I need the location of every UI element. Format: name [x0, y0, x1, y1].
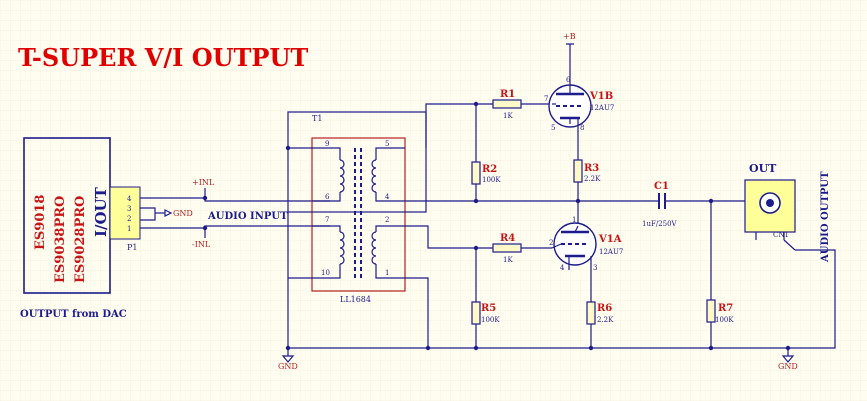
r3-value: 2.2K: [584, 175, 601, 183]
capacitor-c1: C1 1uF/250V: [642, 181, 745, 228]
net-b-plus: +B: [563, 32, 576, 41]
connector-p1: 4 3 2 1 P1: [109, 186, 141, 252]
v1a-pin-4: 4: [560, 264, 565, 272]
dac-io-label: I/OUT: [92, 186, 110, 237]
p1-ref: P1: [127, 243, 137, 252]
v1b-pin-5: 5: [551, 124, 555, 132]
r6-value: 2.2K: [597, 316, 614, 324]
tube-v1a: V1A 12AU7 1 2 4 3: [549, 216, 623, 302]
v1a-pin-2: 2: [549, 239, 553, 247]
t1-pin-9: 9: [325, 140, 329, 148]
v1b-part: 12AU7: [590, 104, 614, 112]
t1-pin-6: 6: [325, 193, 330, 201]
p1-pin-4: 4: [127, 195, 132, 203]
t1-ref: T1: [312, 114, 322, 123]
output-jack-cn1: OUT CN1: [744, 162, 818, 251]
r7-value: 100K: [715, 316, 734, 324]
t1-pin-2: 2: [385, 216, 389, 224]
dac-chip-es9018: ES9018: [33, 195, 48, 250]
net-inl-pos: +INL: [192, 178, 215, 187]
r2-ref: R2: [482, 164, 497, 175]
audio-input-label: AUDIO INPUT: [207, 211, 288, 222]
v1a-part: 12AU7: [599, 248, 623, 256]
r5-ref: R5: [481, 303, 496, 314]
r5-value: 100K: [481, 316, 500, 324]
r6-ref: R6: [597, 303, 612, 314]
v1a-ref: V1A: [598, 234, 622, 245]
v1b-pin-7: 7: [544, 95, 548, 103]
r1-value: 1K: [503, 112, 513, 120]
dac-chip-es9028pro: ES9028PRO: [73, 196, 88, 283]
v1b-ref: V1B: [589, 91, 613, 102]
out-label: OUT: [749, 162, 777, 175]
c1-ref: C1: [654, 181, 669, 192]
tube-v1b: V1B 12AU7 6 7 5 8: [544, 58, 614, 132]
r4-ref: R4: [500, 233, 515, 244]
v1b-pin-8: 8: [580, 124, 584, 132]
net-gnd-right: GND: [778, 362, 798, 371]
audio-output-label: AUDIO OUTPUT: [820, 171, 831, 263]
dac-chip-es9038pro: ES9038PRO: [53, 196, 68, 283]
cn1-ref: CN1: [773, 231, 789, 239]
net-inl-neg: -INL: [192, 240, 211, 249]
dac-caption: OUTPUT from DAC: [20, 309, 127, 320]
p1-pin-1: 1: [127, 225, 131, 233]
c1-value: 1uF/250V: [642, 220, 678, 228]
t1-pin-7: 7: [325, 216, 329, 224]
p1-pin-3: 3: [127, 205, 131, 213]
v1a-pin-3: 3: [593, 264, 597, 272]
r7-ref: R7: [718, 303, 733, 314]
t1-pin-10: 10: [321, 269, 330, 277]
t1-pin-5: 5: [385, 140, 389, 148]
r2-value: 100K: [482, 176, 501, 184]
r4-value: 1K: [503, 256, 513, 264]
net-gnd-p1: GND: [173, 209, 193, 218]
net-gnd-left: GND: [278, 362, 298, 371]
r1-ref: R1: [500, 89, 515, 100]
schematic-title: T-SUPER V/I OUTPUT: [18, 43, 308, 72]
r3-ref: R3: [584, 163, 599, 174]
v1a-pin-1: 1: [572, 216, 576, 224]
transformer-t1: T1 LL1684 9 5 6 4 7 2 10 1: [287, 111, 427, 304]
dac-block: ES9018 ES9038PRO ES9028PRO I/OUT: [23, 137, 111, 294]
t1-pin-1: 1: [385, 269, 389, 277]
v1b-pin-6: 6: [566, 76, 571, 84]
t1-part: LL1684: [340, 295, 371, 304]
p1-pin-2: 2: [127, 215, 131, 223]
t1-pin-4: 4: [385, 193, 390, 201]
